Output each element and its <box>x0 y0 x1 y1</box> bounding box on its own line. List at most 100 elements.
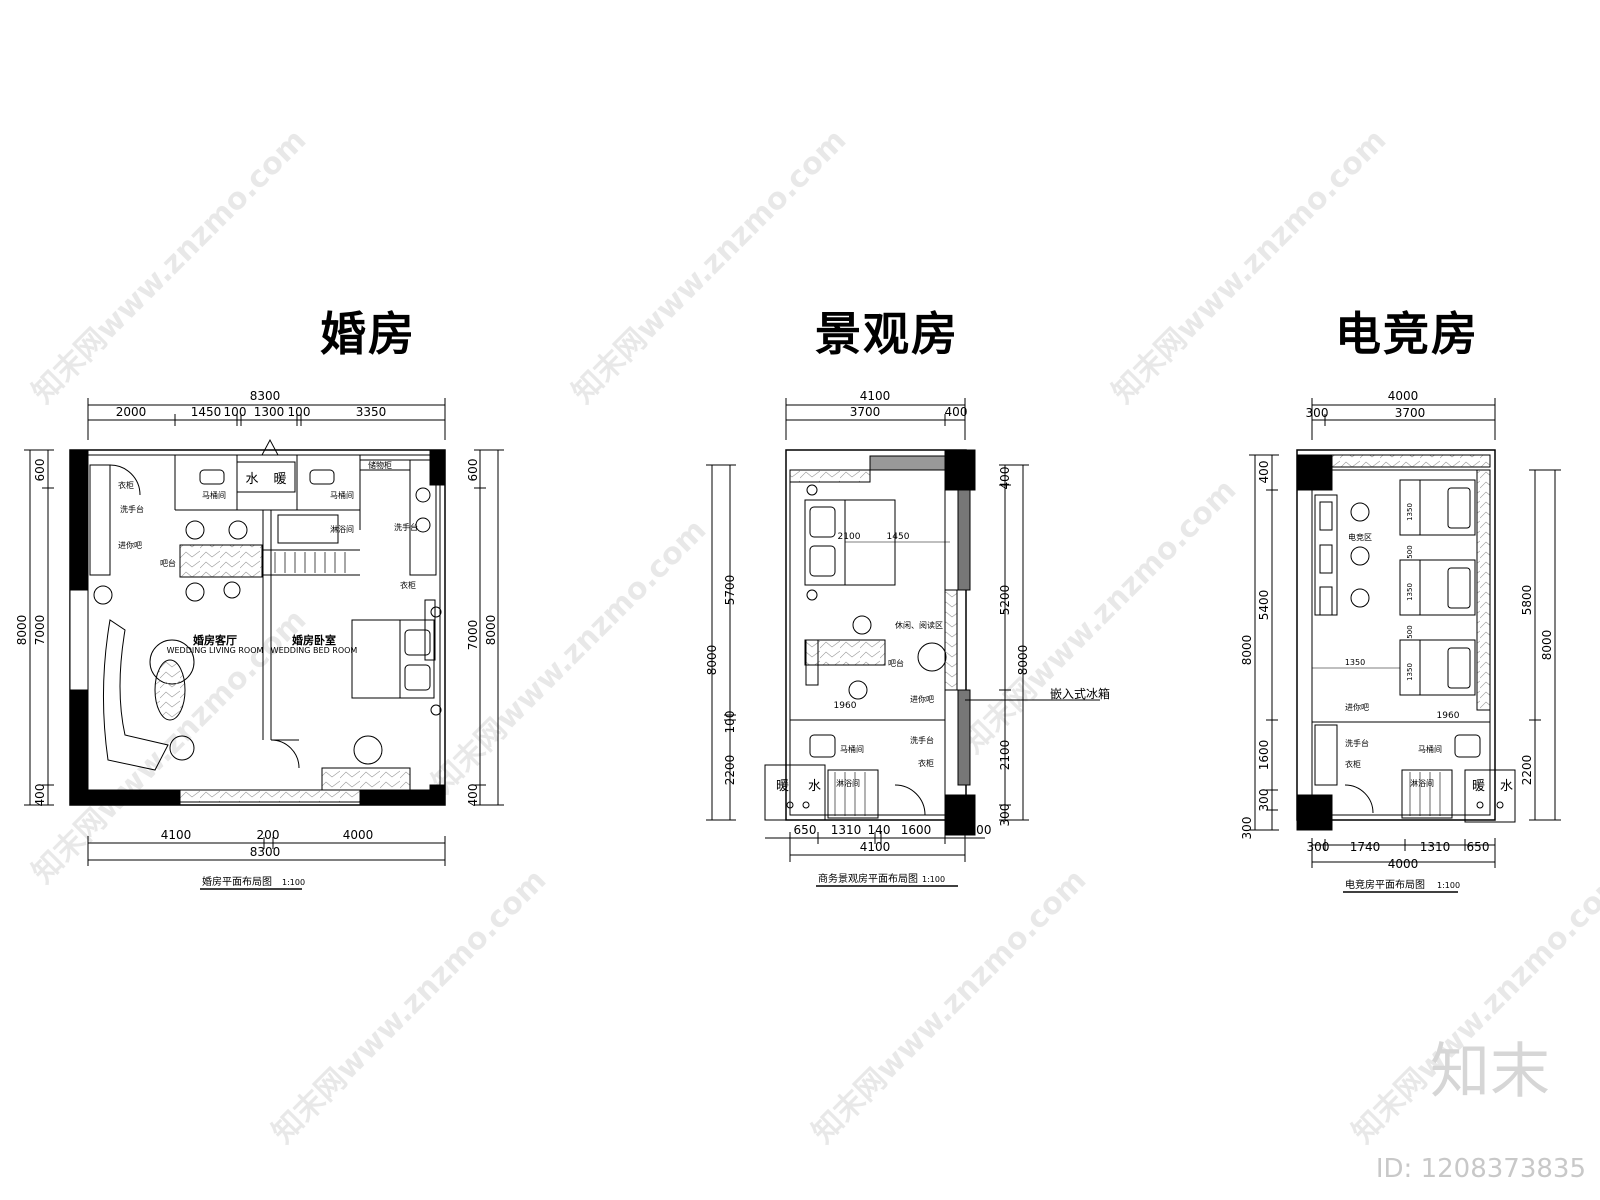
view-top-seg-2: 400 <box>945 405 968 419</box>
view-right-dim-1: 400 <box>998 467 1012 490</box>
esports-minibar-label: 进你吧 <box>1345 702 1369 712</box>
heading-view-room: 景观房 <box>815 307 959 361</box>
wedding-top-seg-2: 1450 <box>191 405 222 419</box>
wedding-caption: 婚房平面布局图 <box>202 875 272 888</box>
wedding-left-dim-4: 400 <box>33 784 47 807</box>
wedding-bar-label: 吧台 <box>160 558 176 568</box>
esports-inner-dim-1: 1350 <box>1345 658 1365 667</box>
esports-inner-dim-6: 500 <box>1406 545 1414 558</box>
wedding-right-dim-2: 7000 <box>466 620 480 651</box>
view-bottom-seg-5: 400 <box>969 823 992 837</box>
esports-inner-dim-4: 1350 <box>1406 583 1414 601</box>
esports-wash-label: 洗手台 <box>1345 738 1369 748</box>
wedding-top-seg-3: 100 <box>224 405 247 419</box>
esports-top-total: 4000 <box>1388 389 1419 403</box>
esports-top-seg-1: 300 <box>1306 406 1329 420</box>
esports-room-labels: 4000 300 3700 300 1740 1310 650 4000 800… <box>1240 389 1554 893</box>
esports-toilet-label: 马桶间 <box>1418 744 1442 754</box>
view-toilet-label: 马桶间 <box>840 744 864 754</box>
esports-inner-dim-3: 1350 <box>1406 503 1414 521</box>
esports-left-dim-1: 8000 <box>1240 635 1254 666</box>
view-water-label: 水 <box>808 779 821 794</box>
esports-right-dim-1: 5800 <box>1520 585 1534 616</box>
view-room-labels: 4100 3700 400 650 1310 140 1600 400 4100… <box>705 389 1110 887</box>
esports-caption: 电竞房平面布局图 <box>1345 878 1425 891</box>
wedding-living-room-en: WEDDING LIVING ROOM <box>167 646 264 655</box>
wedding-shower-label: 淋浴间 <box>330 524 354 534</box>
view-top-total: 4100 <box>860 389 891 403</box>
esports-bottom-total: 4000 <box>1388 857 1419 871</box>
view-top-seg-1: 3700 <box>850 405 881 419</box>
view-bottom-seg-1: 650 <box>794 823 817 837</box>
view-bottom-seg-3: 140 <box>868 823 891 837</box>
view-minibar-label: 进你吧 <box>910 694 934 704</box>
wedding-right-dim-1: 600 <box>466 459 480 482</box>
wedding-living-room-label: 婚房客厅 <box>193 633 237 647</box>
view-left-dim-3: 100 <box>723 711 737 734</box>
esports-left-dim-5: 300 <box>1240 817 1254 840</box>
view-room-floor-plan <box>706 398 1100 862</box>
wedding-right-dim-3: 8000 <box>484 615 498 646</box>
esports-water-label: 水 <box>1500 779 1513 794</box>
wedding-wardrobe2-label: 衣柜 <box>400 580 416 590</box>
esports-wardrobe-label: 衣柜 <box>1345 759 1361 769</box>
view-right-dim-4: 2100 <box>998 740 1012 771</box>
view-heat-label: 暖 <box>776 779 789 794</box>
view-left-dim-1: 8000 <box>705 645 719 676</box>
brand-logo: 知末 <box>1430 1037 1550 1107</box>
view-fridge-label: 嵌入式冰箱 <box>1050 686 1110 701</box>
view-bar-label: 吧台 <box>888 658 904 668</box>
wedding-wardrobe-label: 衣柜 <box>118 480 134 490</box>
esports-room-floor-plan <box>1249 398 1561 868</box>
wedding-top-seg-5: 100 <box>288 405 311 419</box>
esports-left-dim-4: 300 <box>1257 789 1271 812</box>
wedding-floor-plan <box>24 398 504 866</box>
wedding-bottom-total: 8300 <box>250 845 281 859</box>
view-bottom-seg-2: 1310 <box>831 823 862 837</box>
wedding-top-total: 8300 <box>250 389 281 403</box>
wedding-bottom-seg-3: 4000 <box>343 828 374 842</box>
esports-top-seg-2: 3700 <box>1395 406 1426 420</box>
wedding-toilet1-label: 马桶间 <box>202 490 226 500</box>
view-right-dim-2: 5200 <box>998 585 1012 616</box>
wedding-water-label: 水 <box>245 472 258 487</box>
wedding-left-dim-2: 7000 <box>33 615 47 646</box>
esports-scale: 1:100 <box>1437 881 1460 890</box>
view-left-dim-4: 2200 <box>723 755 737 786</box>
view-right-dim-3: 8000 <box>1016 645 1030 676</box>
wedding-bottom-seg-1: 4100 <box>161 828 192 842</box>
wedding-top-seg-6: 3350 <box>356 405 387 419</box>
wedding-wash-label: 洗手台 <box>120 504 144 514</box>
esports-zone-label: 电竞区 <box>1348 532 1372 542</box>
view-inner-dim-2: 1450 <box>887 532 910 542</box>
view-inner-dim-1: 2100 <box>838 532 861 542</box>
wedding-labels: 8300 2000 1450 100 1300 100 3350 4100 20… <box>15 389 498 890</box>
view-bottom-seg-4: 1600 <box>901 823 932 837</box>
esports-bottom-seg-1: 300 <box>1307 840 1330 854</box>
view-shower-label: 淋浴间 <box>836 778 860 788</box>
wedding-storage-label: 储物柜 <box>368 460 392 470</box>
wedding-left-dim-1: 8000 <box>15 615 29 646</box>
esports-bottom-seg-4: 650 <box>1467 840 1490 854</box>
wedding-left-dim-3: 600 <box>33 459 47 482</box>
esports-inner-dim-5: 1350 <box>1406 663 1414 681</box>
wedding-right-dim-4: 400 <box>466 784 480 807</box>
image-id: ID: 1208373835 <box>1375 1154 1586 1184</box>
esports-left-dim-6: 400 <box>1257 461 1271 484</box>
view-inner-dim-3: 1960 <box>834 701 857 711</box>
view-right-dim-5: 300 <box>998 804 1012 827</box>
esports-heat-label: 暖 <box>1472 779 1485 794</box>
esports-left-dim-2: 5400 <box>1257 590 1271 621</box>
view-caption: 商务景观房平面布局图 <box>818 872 918 885</box>
wedding-bed-room-label: 婚房卧室 <box>292 633 336 647</box>
esports-inner-dim-7: 500 <box>1406 625 1414 638</box>
view-leisure-label: 休闲、阅读区 <box>895 620 943 630</box>
esports-right-dim-3: 2200 <box>1520 755 1534 786</box>
esports-bottom-seg-2: 1740 <box>1350 840 1381 854</box>
view-wardrobe-label: 衣柜 <box>918 758 934 768</box>
heading-wedding-room: 婚房 <box>320 307 416 361</box>
esports-bottom-seg-3: 1310 <box>1420 840 1451 854</box>
esports-shower-label: 淋浴间 <box>1410 778 1434 788</box>
wedding-top-seg-1: 2000 <box>116 405 147 419</box>
